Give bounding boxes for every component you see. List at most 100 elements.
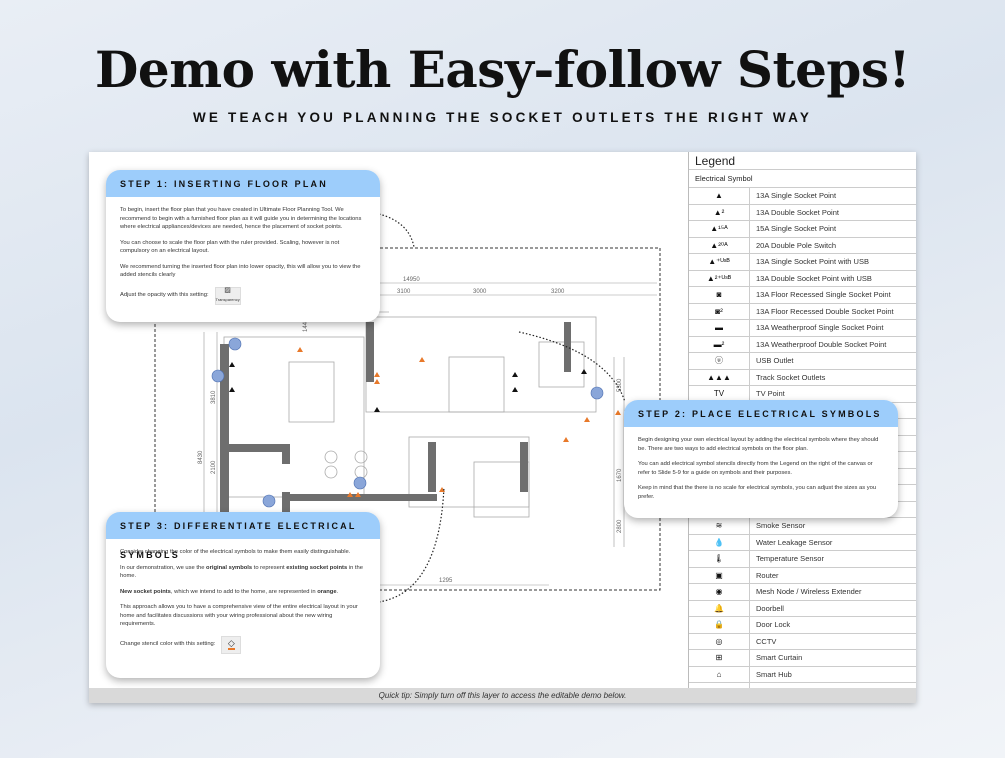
transparency-label: Transparency — [215, 296, 240, 302]
legend-symbol-icon: ▲▲▲ — [689, 369, 750, 385]
legend-symbol-icon: ⓤ — [689, 353, 750, 369]
page-subtitle: WE TEACH YOU PLANNING THE SOCKET OUTLETS… — [192, 110, 813, 125]
legend-label: CCTV — [756, 636, 777, 646]
legend-label: Smart Curtain — [756, 653, 803, 662]
step3-text: In our demonstration, we use the origina… — [120, 564, 363, 580]
transparency-button[interactable]: ▨ Transparency — [214, 286, 241, 305]
legend-row[interactable]: ▲² 13A Double Socket Point — [689, 204, 916, 221]
legend-row[interactable]: 💧Water Leakage Sensor — [689, 534, 916, 551]
legend-label: 13A Single Socket Point with USB — [756, 257, 869, 266]
legend-row[interactable]: ▬² 13A Weatherproof Double Socket Point — [689, 336, 916, 353]
doorbell-icon — [262, 494, 276, 508]
paint-bucket-icon: ◇ — [227, 638, 235, 650]
legend-title: Legend — [689, 152, 916, 170]
legend-label: 13A Double Socket Point with USB — [756, 273, 872, 283]
legend-symbol-icon: ⊞ — [689, 650, 750, 666]
legend-symbol-icon: ▲⁺ᵁˢᴮ — [689, 254, 750, 270]
step1-card: STEP 1: INSERTING FLOOR PLAN To begin, i… — [106, 170, 380, 322]
legend-row[interactable]: 🌡 Temperature Sensor — [689, 551, 916, 568]
legend-row[interactable]: ◎CCTV — [689, 633, 916, 650]
legend-symbol-icon: TV — [689, 386, 750, 402]
legend-symbol-icon: 🌡 — [689, 551, 750, 567]
legend-label: Smoke Sensor — [756, 521, 806, 530]
dim-label: 2100 — [211, 460, 217, 474]
dim-label: 2800 — [617, 519, 623, 533]
legend-label: Router — [756, 570, 779, 580]
legend-label: USB Outlet — [756, 356, 794, 365]
dim-label: 14950 — [403, 277, 420, 283]
legend-label: Smart Hub — [756, 669, 792, 679]
dim-label: 8430 — [198, 450, 204, 464]
legend-row[interactable]: ◉ Mesh Node / Wireless Extender — [689, 584, 916, 601]
legend-label: 13A Weatherproof Single Socket Point — [756, 323, 884, 332]
step2-text: You can add electrical symbol stencils d… — [638, 461, 873, 476]
step2-title: STEP 2: PLACE ELECTRICAL SYMBOLS — [624, 400, 898, 427]
legend-row[interactable]: ⌂ Smart Hub — [689, 666, 916, 683]
dim-label: 3000 — [473, 289, 487, 295]
legend-symbol-icon: ⌂ — [689, 666, 750, 682]
page-title: Demo with Easy-follow Steps! — [95, 40, 910, 99]
dim-label: 5300 — [617, 378, 623, 392]
legend-row[interactable]: 🔔 Doorbell — [689, 600, 916, 617]
smart-hub-icon — [590, 386, 604, 400]
step3-setting-label: Change stencil color with this setting: — [120, 641, 216, 648]
legend-symbol-icon: ▬² — [689, 336, 750, 352]
legend-row[interactable]: ⊞ Smart Curtain — [689, 650, 916, 667]
legend-symbol-icon: ▬ — [689, 320, 750, 336]
legend-row[interactable]: ◙13A Floor Recessed Single Socket Point — [689, 287, 916, 304]
legend-label: 13A Weatherproof Double Socket Point — [756, 339, 887, 349]
legend-label: 13A Single Socket Point — [756, 191, 837, 200]
image-icon: ▨ — [224, 287, 231, 294]
step1-title: STEP 1: INSERTING FLOOR PLAN — [106, 170, 380, 197]
cctv-icon — [211, 369, 225, 383]
legend-row[interactable]: ▲⁺ᵁˢᴮ 13A Single Socket Point with USB — [689, 254, 916, 271]
legend-label: Doorbell — [756, 603, 784, 613]
step1-text: To begin, insert the floor plan that you… — [120, 207, 362, 230]
step3-title: STEP 3: DIFFERENTIATE ELECTRICAL SYMBOLS — [106, 512, 380, 560]
legend-symbol-icon: 🔔 — [689, 600, 750, 616]
step2-text: Begin designing your own electrical layo… — [638, 437, 879, 452]
step2-text: Keep in mind that the there is no scale … — [638, 485, 877, 500]
step1-setting-label: Adjust the opacity with this setting: — [120, 292, 209, 299]
legend-symbol-icon: ◉ — [689, 584, 750, 600]
legend-row[interactable]: ▣ Router — [689, 567, 916, 584]
legend-subtitle: Electrical Symbol — [689, 170, 916, 188]
legend-row[interactable]: ▲ 13A Single Socket Point — [689, 188, 916, 205]
step2-card: STEP 2: PLACE ELECTRICAL SYMBOLS Begin d… — [624, 400, 898, 518]
step1-text: You can choose to scale the floor plan w… — [120, 239, 340, 255]
fill-color-button[interactable]: ◇ — [221, 635, 242, 654]
legend-label: Temperature Sensor — [756, 554, 824, 563]
dim-label: 1295 — [439, 578, 453, 584]
legend-row[interactable]: ≋Smoke Sensor — [689, 518, 916, 535]
legend-label: Door Lock — [756, 620, 791, 629]
legend-row[interactable]: ▬ 13A Weatherproof Single Socket Point — [689, 320, 916, 337]
legend-row[interactable]: ⓤ USB Outlet — [689, 353, 916, 370]
legend-label: Mesh Node / Wireless Extender — [756, 587, 862, 596]
legend-symbol-icon: ▲² — [689, 204, 750, 220]
legend-symbol-icon: ▣ — [689, 567, 750, 583]
step3-text: This approach allows you to have a compr… — [120, 604, 358, 627]
legend-symbol-icon: ▲²⁺ᵁˢᴮ — [689, 270, 750, 286]
legend-label: 20A Double Pole Switch — [756, 240, 837, 250]
legend-symbol-icon: ▲ — [689, 188, 750, 204]
legend-row[interactable]: 🔒Door Lock — [689, 617, 916, 634]
dim-label: 1440 — [303, 318, 309, 332]
dim-label: 3100 — [397, 289, 411, 295]
legend-symbol-icon: ○ — [689, 683, 750, 688]
step3-text: New socket points, which we intend to ad… — [120, 588, 339, 595]
legend-row[interactable]: ○ — [689, 683, 916, 688]
legend-symbol-icon: 💧 — [689, 534, 750, 550]
smart-curtain-icon — [228, 337, 242, 351]
step1-text: We recommend turning the inserted floor … — [120, 263, 361, 279]
step3-card: STEP 3: DIFFERENTIATE ELECTRICAL SYMBOLS… — [106, 512, 380, 678]
legend-row[interactable]: ▲²⁺ᵁˢᴮ 13A Double Socket Point with USB — [689, 270, 916, 287]
legend-label: Track Socket Outlets — [756, 372, 826, 382]
legend-row[interactable]: ▲▲▲ Track Socket Outlets — [689, 369, 916, 386]
legend-label: 13A Double Socket Point — [756, 207, 839, 217]
dim-label: 3200 — [551, 289, 565, 295]
smart-hub-icon — [353, 476, 367, 490]
dim-label: 1670 — [617, 468, 623, 482]
